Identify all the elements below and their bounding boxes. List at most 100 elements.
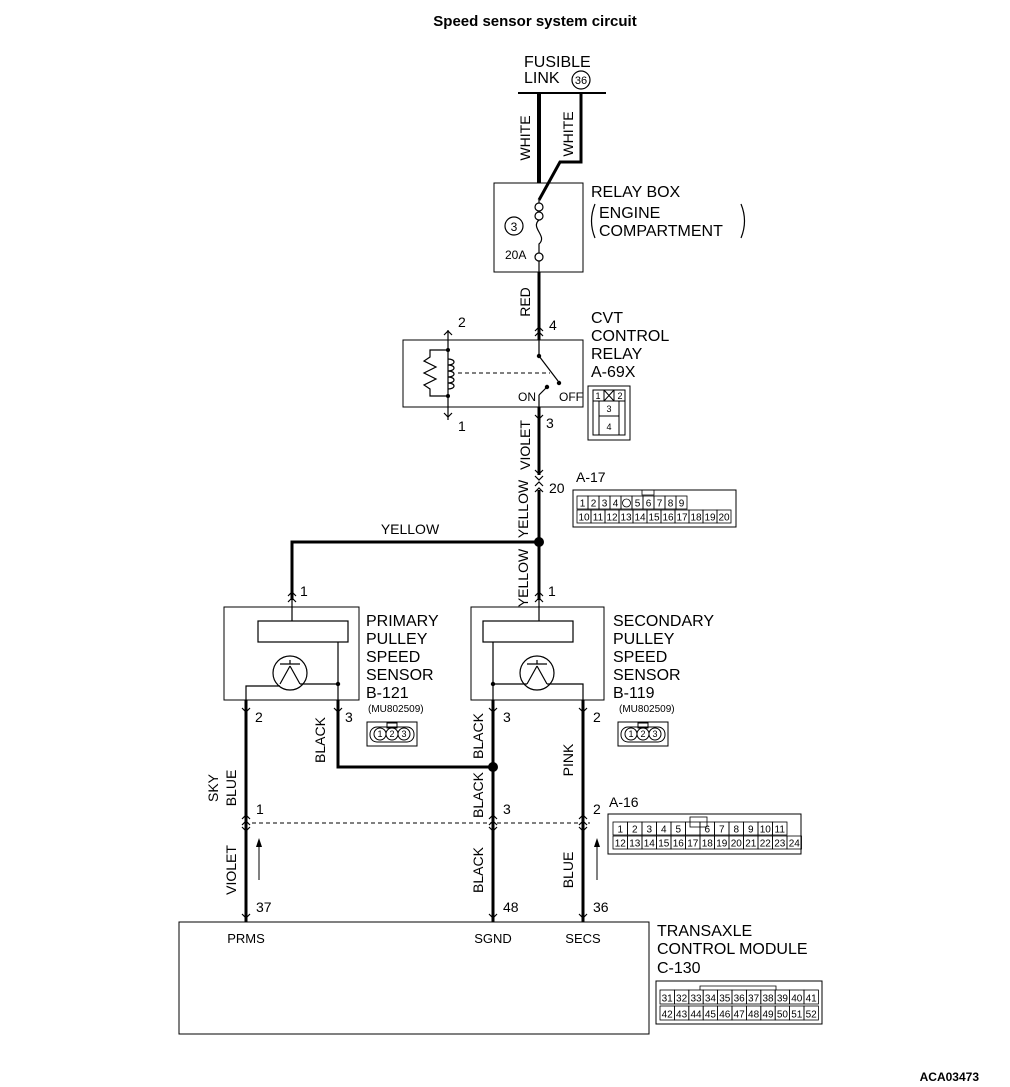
connector-pin-number: 12 — [615, 839, 627, 850]
a69x-cell-4: 4 — [606, 422, 611, 432]
connector-pin-number: 13 — [629, 839, 641, 850]
connector-pin-number: 23 — [774, 839, 786, 850]
pin3-relay-mark — [534, 414, 544, 420]
cvt-relay: 2 1 3 ON OFF CVT CONTROL RELAY A-69X — [402, 310, 669, 441]
tcm-term-prms: PRMS — [227, 931, 265, 946]
a16-label: A-16 — [609, 794, 639, 810]
secondary-pin1-mark — [534, 591, 544, 603]
connector-pin-number: 43 — [676, 1010, 688, 1021]
relay-on-label: ON — [518, 390, 536, 404]
wire-label-black-1: BLACK — [312, 716, 328, 763]
a17-key-cavity — [622, 498, 631, 508]
relay-pin-2: 2 — [458, 314, 466, 330]
connector-pin-number: 41 — [806, 994, 818, 1005]
wire-violet-relay: VIOLET 20 — [517, 407, 565, 496]
wire-label-sky: SKY — [205, 773, 221, 802]
a69x-empty-cavity — [603, 389, 615, 402]
connector-pin-number: 38 — [762, 994, 774, 1005]
relay-box-label-2: ENGINE — [599, 205, 660, 222]
fusible-link-label-2: LINK — [524, 70, 560, 87]
connector-pin-number: 1 — [617, 825, 623, 836]
tcm-term-secs: SECS — [565, 931, 601, 946]
connector-pin-number: 18 — [690, 513, 702, 524]
fuse-terminal-1 — [534, 202, 544, 212]
primary-sensor-label-2: PULLEY — [366, 631, 428, 648]
primary-connector-face: 1 2 3 — [366, 721, 418, 747]
primary-conn-pin-2: 2 — [389, 729, 394, 739]
connector-pin-number: 5 — [675, 825, 681, 836]
primary-pin1-mark — [287, 591, 297, 603]
connector-pin-number: 15 — [658, 839, 670, 850]
connector-cell — [786, 835, 802, 850]
connector-pin-number: 39 — [777, 994, 789, 1005]
connector-cell — [803, 989, 819, 1005]
tcm-pin-37: 37 — [256, 899, 272, 915]
connector-pin-number: 31 — [662, 994, 674, 1005]
fuse-terminal-3 — [534, 252, 544, 262]
coil-arrow-bottom — [443, 412, 453, 418]
connector-pin-number: 42 — [662, 1010, 674, 1021]
wire-label-yellow-2: YELLOW — [381, 521, 440, 537]
a16-pin-1: 1 — [256, 801, 264, 817]
connector-pin-number: 24 — [789, 839, 801, 850]
primary-pin-2: 2 — [255, 709, 263, 725]
primary-sensor-connector: B-121 — [366, 685, 409, 702]
wire-label-violet-relay: VIOLET — [517, 420, 533, 470]
relay-pin-3: 3 — [546, 415, 554, 431]
primary-sensor-label-3: SPEED — [366, 649, 420, 666]
fuse-element — [535, 219, 543, 253]
connector-pin-number: 14 — [644, 839, 656, 850]
connector-pin-number: 36 — [734, 994, 746, 1005]
fusible-link: FUSIBLE LINK 36 — [518, 54, 606, 94]
a69x-outer — [587, 385, 631, 441]
connector-pin-number: 50 — [777, 1010, 789, 1021]
secondary-sensor-label-2: PULLEY — [613, 631, 675, 648]
coil-arrow-top — [443, 330, 453, 336]
connector-cell — [716, 509, 732, 524]
secondary-sensor-transistor — [519, 655, 555, 691]
wire-label-blue-1: BLUE — [223, 770, 239, 807]
connector-pin-number: 7 — [719, 825, 725, 836]
cvt-relay-label-2: CONTROL — [591, 328, 669, 345]
secondary-conn-pin-2: 2 — [640, 729, 645, 739]
connector-pin-number: 13 — [620, 513, 632, 524]
connector-pin-number: 33 — [690, 994, 702, 1005]
connector-pin-number: 7 — [657, 499, 663, 510]
secondary-sensor-label-1: SECONDARY — [613, 613, 714, 630]
connector-pin-number: 14 — [634, 513, 646, 524]
wire-label-blue-2: BLUE — [560, 852, 576, 889]
connector-pin-number: 45 — [705, 1010, 717, 1021]
secondary-connector-face: 1 2 3 — [617, 721, 669, 747]
connector-pin-number: 3 — [602, 499, 608, 510]
coil-winding — [447, 358, 455, 390]
connector-pin-number: 8 — [668, 499, 674, 510]
wire-label-pink: PINK — [560, 743, 576, 776]
connector-pin-number: 10 — [760, 825, 772, 836]
fuse-terminal-2 — [534, 211, 544, 221]
connector-pin-number: 22 — [760, 839, 772, 850]
connector-pin-number: 16 — [673, 839, 685, 850]
tcm-pin-48: 48 — [503, 899, 519, 915]
connector-pin-number: 32 — [676, 994, 688, 1005]
connector-a69x: 1 2 3 4 — [587, 385, 631, 441]
a69x-cell-1: 1 — [595, 391, 600, 401]
a16-pin-2: 2 — [593, 801, 601, 817]
c130-outer — [655, 980, 823, 1025]
yellow-junction — [534, 537, 544, 547]
a16-pin-3: 3 — [503, 801, 511, 817]
connector-pin-number: 15 — [648, 513, 660, 524]
cvt-relay-label-3: RELAY — [591, 346, 643, 363]
fusible-link-label-1: FUSIBLE — [524, 54, 591, 71]
diagram-title: Speed sensor system circuit — [433, 13, 636, 30]
primary-conn-pin-1: 1 — [377, 729, 382, 739]
tcm-term-sgnd: SGND — [474, 931, 512, 946]
connector-pin-number: 9 — [748, 825, 754, 836]
wire-yellow: YELLOW YELLOW YELLOW 1 1 — [287, 479, 556, 607]
primary-sensor: PRIMARY PULLEY SPEED SENSOR B-121 (MU802… — [223, 600, 439, 747]
tcm-label-1: TRANSAXLE — [657, 923, 752, 940]
